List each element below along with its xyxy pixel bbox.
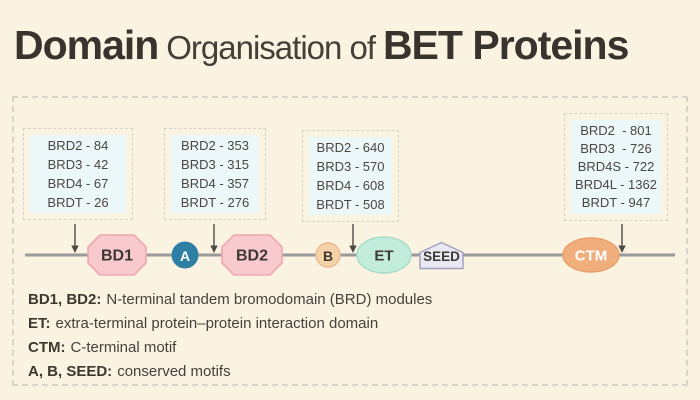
annotation-line: BRDT - 947 [581,195,651,210]
annotation-line: BRD3 - 315 [181,157,249,172]
annotation-box-ctm: BRD2 - 801 BRD3 - 726 BRD4S - 722 BRD4L … [564,113,668,221]
annotation-line: BRD2 - 640 [316,140,385,155]
legend-line-motifs: A, B, SEED:conserved motifs [28,363,432,380]
domain-ctm: CTM [562,237,620,273]
annotation-line: BRD4L - 1362 [575,177,657,192]
legend-desc-bd: N-terminal tandem bromodomain (BRD) modu… [106,291,433,308]
domain-et: ET [356,236,412,274]
ctm-ellipse-shape [562,237,620,273]
down-arrow-icon [349,224,357,253]
protein-domain-diagram: BD1 A BD2 B ET SEED CTM [25,224,675,276]
bd2-octagon-shape [221,234,283,276]
down-arrow-icon [71,224,79,253]
domain-label-bd2: BD2 [236,248,268,265]
diagram-frame [12,96,688,386]
motif-label-b: B [323,248,333,264]
title-tail: BET Proteins [382,22,629,68]
annotation-line: BRD4S - 722 [577,159,655,174]
annotation-box-ctm-panel: BRD2 - 801 BRD3 - 726 BRD4S - 722 BRD4L … [571,120,661,214]
down-arrow-head [71,245,79,253]
motif-label-a: A [180,248,190,264]
legend-desc-et: extra-terminal protein–protein interacti… [55,315,379,332]
domain-label-et: ET [374,248,393,265]
annotation-box-et-panel: BRD2 - 640 BRD3 - 570 BRD4 - 608 BRDT - … [309,137,392,215]
et-ellipse-shape [356,236,412,274]
annotation-line: BRD4 - 67 [47,176,109,191]
legend-line-ctm: CTM:C-terminal motif [28,339,432,356]
seed-pentagon-shape [419,241,464,270]
annotation-line: BRD3 - 42 [47,157,109,172]
annotation-line: BRD3 - 570 [316,159,385,174]
legend-term-bd: BD1, BD2: [28,291,102,308]
domain-label-bd1: BD1 [101,248,133,265]
legend-term-et: ET: [28,315,51,332]
annotation-box-et: BRD2 - 640 BRD3 - 570 BRD4 - 608 BRDT - … [302,130,399,222]
annotation-line: BRDT - 508 [316,197,385,212]
domain-bd2: BD2 [221,234,283,276]
annotation-box-bd2: BRD2 - 353 BRD3 - 315 BRD4 - 357 BRDT - … [164,128,266,220]
annotation-line: BRD3 - 726 [580,141,652,156]
down-arrow-head [210,245,218,253]
title-lead: Domain [14,22,159,68]
legend-term-ctm: CTM: [28,339,66,356]
down-arrow-head [618,245,626,253]
annotation-box-bd1-panel: BRD2 - 84 BRD3 - 42 BRD4 - 67 BRDT - 26 [30,135,126,213]
down-arrow-icon [618,224,626,253]
annotation-line: BRD2 - 84 [47,138,109,153]
motif-label-seed: SEED [423,249,460,264]
annotation-line: BRD2 - 801 [580,123,652,138]
annotation-line: BRD4 - 608 [316,178,385,193]
domain-label-ctm: CTM [575,248,608,265]
motif-a: A [171,241,199,269]
down-arrow-head [349,245,357,253]
annotation-box-bd2-panel: BRD2 - 353 BRD3 - 315 BRD4 - 357 BRDT - … [171,135,259,213]
legend-line-et: ET:extra-terminal protein–protein intera… [28,315,432,332]
motif-b-circle-shape [315,242,341,268]
motif-seed: SEED [419,241,464,270]
page-title: Domain Organisation of BET Proteins [14,22,629,69]
annotation-line: BRDT - 276 [180,195,250,210]
annotation-line: BRD4 - 357 [181,176,249,191]
legend-line-bd: BD1, BD2:N-terminal tandem bromodomain (… [28,291,432,308]
legend-desc-motifs: conserved motifs [117,363,231,380]
motif-a-circle-shape [171,241,199,269]
bd1-octagon-shape [87,234,147,276]
legend: BD1, BD2:N-terminal tandem bromodomain (… [28,291,432,387]
motif-b: B [315,242,341,268]
legend-desc-ctm: C-terminal motif [70,339,177,356]
domain-bd1: BD1 [87,234,147,276]
annotation-line: BRD2 - 353 [181,138,249,153]
title-middle: Organisation of [166,29,376,66]
down-arrow-icon [210,224,218,253]
annotation-line: BRDT - 26 [47,195,109,210]
annotation-box-bd1: BRD2 - 84 BRD3 - 42 BRD4 - 67 BRDT - 26 [23,128,133,220]
legend-term-motifs: A, B, SEED: [28,363,113,380]
